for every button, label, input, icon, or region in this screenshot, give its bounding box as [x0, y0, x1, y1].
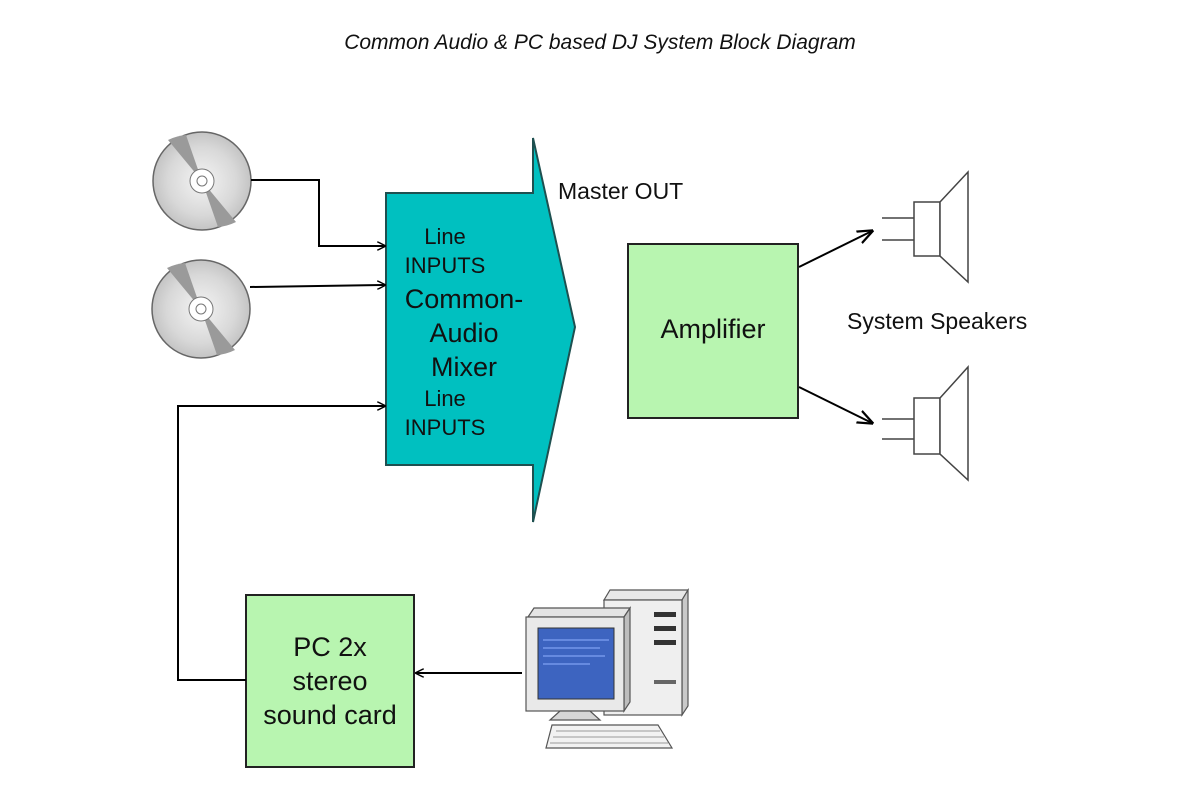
speaker-icon — [882, 170, 969, 284]
sound-card-label-line2: stereo — [292, 666, 368, 696]
cd-disc-icon — [152, 131, 252, 231]
line-inputs-bottom-line2: INPUTS — [404, 415, 486, 440]
cd-disc-icon — [151, 259, 251, 359]
desktop-computer-icon — [525, 587, 690, 749]
mixer-block — [385, 137, 577, 523]
mixer-label-line1: Common- — [404, 284, 524, 314]
line-inputs-top-label: Line INPUTS — [395, 222, 495, 280]
system-speakers-label: System Speakers — [847, 308, 1028, 334]
amplifier-block — [627, 243, 799, 419]
mixer-label: Common- Audio Mixer — [386, 282, 542, 384]
soundcard-to-mixer-line — [177, 406, 385, 681]
sound-card-label-line3: sound card — [263, 700, 397, 730]
sound-card-label: PC 2x stereo sound card — [246, 630, 414, 732]
sound-card-block — [245, 594, 415, 768]
line-inputs-top-line2: INPUTS — [404, 253, 486, 278]
line-inputs-bottom-label: Line INPUTS — [395, 384, 495, 442]
speaker-icon — [882, 365, 969, 482]
mixer-label-line3: Mixer — [431, 352, 497, 382]
diagram-title: Common Audio & PC based DJ System Block … — [344, 31, 856, 54]
mixer-label-line2: Audio — [429, 318, 499, 348]
sound-card-label-line1: PC 2x — [293, 632, 367, 662]
line-inputs-top-line1: Line — [424, 224, 466, 249]
master-out-label: Master OUT — [558, 178, 684, 204]
amp-to-speaker2-line — [798, 386, 872, 423]
cd1-to-mixer-line — [251, 179, 385, 246]
line-inputs-bottom-line1: Line — [424, 386, 466, 411]
amp-to-speaker1-line — [798, 231, 872, 268]
cd2-to-mixer-line — [249, 285, 385, 287]
amplifier-label: Amplifier — [660, 314, 766, 344]
